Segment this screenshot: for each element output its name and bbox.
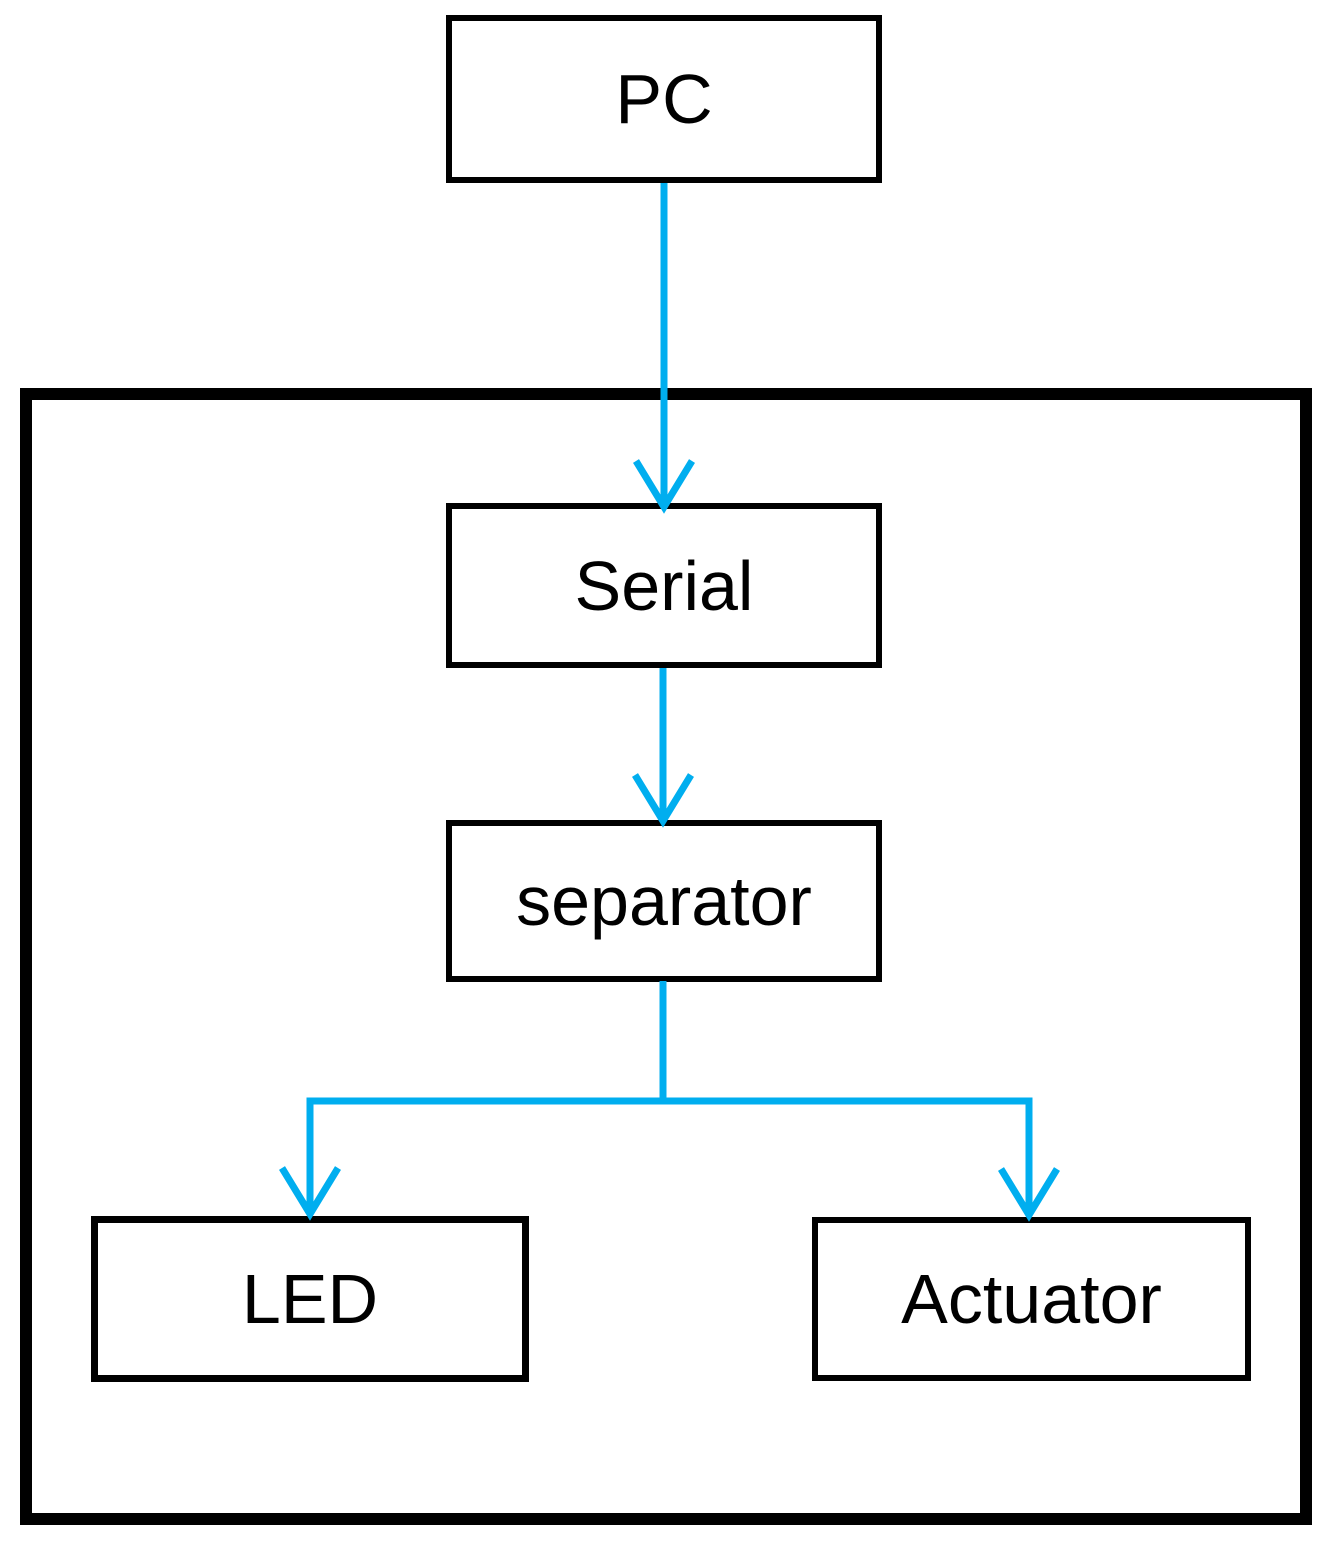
boundary-box — [20, 388, 1312, 1525]
node-pc: PC — [446, 15, 882, 183]
node-serial-label: Serial — [574, 546, 754, 625]
node-led: LED — [91, 1216, 529, 1382]
node-pc-label: PC — [615, 60, 713, 138]
node-actuator: Actuator — [812, 1217, 1251, 1381]
node-separator-label: separator — [516, 862, 812, 940]
node-separator: separator — [446, 820, 882, 982]
node-serial: Serial — [446, 503, 882, 668]
node-actuator-label: Actuator — [901, 1260, 1162, 1338]
node-led-label: LED — [241, 1260, 379, 1338]
